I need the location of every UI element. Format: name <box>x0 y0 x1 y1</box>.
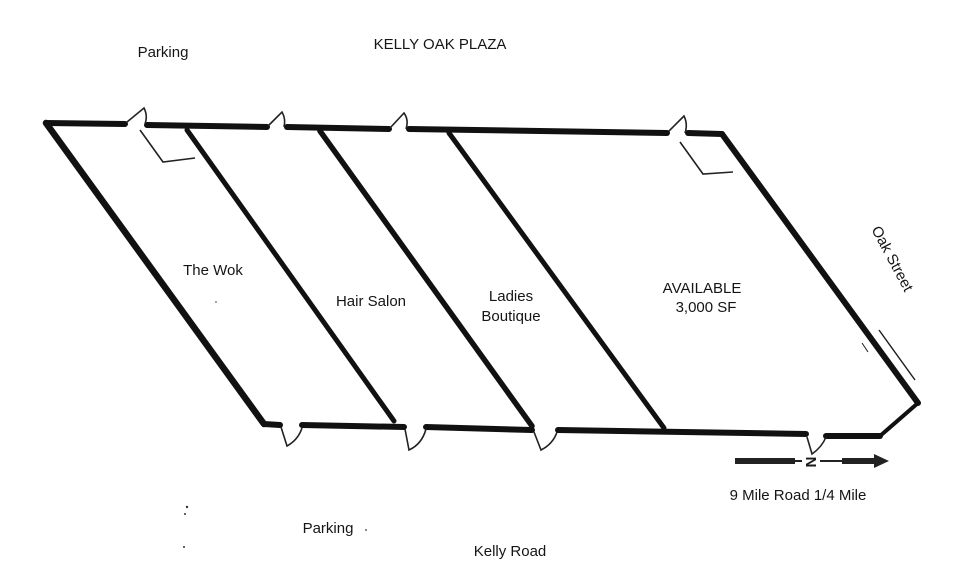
door-swing <box>533 431 558 452</box>
oak-street-line <box>878 329 916 381</box>
demising-walls <box>184 127 667 431</box>
unit-available-label-line1: AVAILABLE <box>663 280 742 297</box>
unit-available-size-label: 3,000 SF <box>676 299 737 316</box>
scan-speck <box>365 529 367 531</box>
bottom-wall-segment <box>261 421 283 428</box>
north-arrow: N <box>735 454 889 468</box>
door-swing <box>280 426 303 448</box>
door-swing <box>126 106 148 125</box>
oak-street-label: Oak Street <box>868 223 917 295</box>
door-swing <box>806 436 827 456</box>
unit-labels: The Wok Hair Salon Ladies Boutique AVAIL… <box>183 262 741 325</box>
bottom-wall-segment <box>299 422 407 430</box>
scan-speck <box>183 546 185 548</box>
scan-speck <box>215 301 217 303</box>
unit-the-wok-label: The Wok <box>183 262 243 279</box>
door-swing <box>389 111 408 130</box>
top-wall-segment <box>144 122 270 130</box>
scan-speck <box>185 505 189 509</box>
door-swing <box>267 110 286 128</box>
parking-top-label: Parking <box>138 44 189 61</box>
vestibule-outline <box>139 129 196 163</box>
building-outline <box>42 119 921 439</box>
scan-speck <box>184 513 186 515</box>
door-swing <box>668 114 688 134</box>
vestibule-outline <box>679 141 734 175</box>
wall-wok-salon <box>184 127 397 424</box>
bottom-wall-segment <box>555 427 809 437</box>
doors <box>126 106 827 456</box>
top-wall-segment <box>284 124 392 132</box>
wall-salon-boutique <box>317 128 535 429</box>
north-arrow-head <box>874 454 889 468</box>
wall-boutique-available <box>446 130 667 431</box>
top-wall-segment <box>406 126 670 136</box>
north-arrow-bar-right <box>842 458 876 464</box>
nine-mile-road-label: 9 Mile Road 1/4 Mile <box>730 487 867 504</box>
parking-bottom-label: Parking <box>303 520 354 537</box>
unit-boutique-label-line2: Boutique <box>481 308 540 325</box>
kelly-road-label: Kelly Road <box>474 543 547 560</box>
door-swing <box>404 428 427 452</box>
corner-wall <box>878 401 920 438</box>
bottom-wall-segment <box>423 424 535 433</box>
unit-hair-salon-label: Hair Salon <box>336 293 406 310</box>
left-wall <box>42 119 268 428</box>
north-arrow-letter: N <box>802 457 819 468</box>
north-arrow-bar-left <box>735 458 795 464</box>
top-wall-segment <box>685 130 725 137</box>
right-wall <box>719 131 921 406</box>
oak-street-tick <box>861 342 869 353</box>
top-wall-segment <box>43 120 128 127</box>
unit-boutique-label-line1: Ladies <box>489 288 533 305</box>
plaza-title: KELLY OAK PLAZA <box>374 36 507 53</box>
